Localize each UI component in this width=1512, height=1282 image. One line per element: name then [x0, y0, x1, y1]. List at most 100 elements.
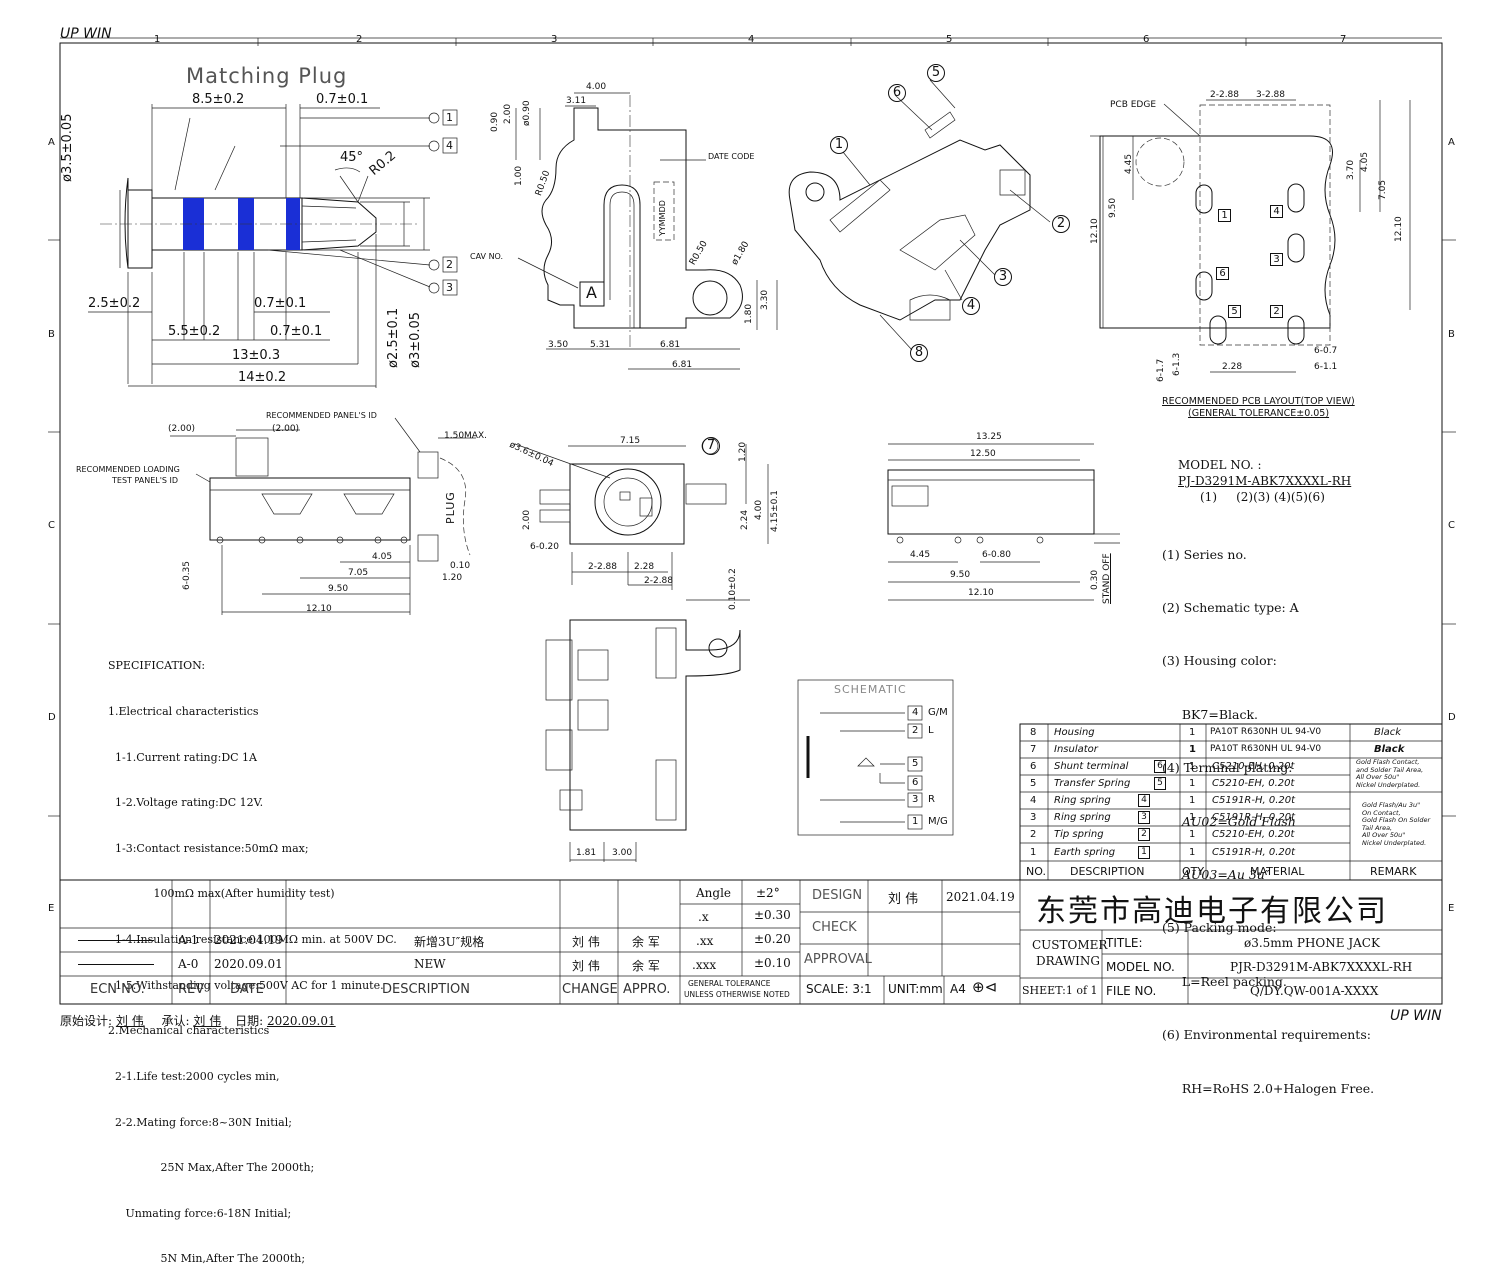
bom-material: PA10T R630NH UL 94-V0 [1210, 744, 1322, 754]
dim-label: 2.28 [1222, 362, 1243, 372]
dim-label: 0.30 [1090, 569, 1100, 590]
dim-label: 0.10±0.2 [728, 568, 738, 610]
spec-line: 100mΩ max(After humidity test) [108, 887, 335, 901]
model-line: (6) Environmental requirements: [1162, 1027, 1371, 1043]
acknowledge-label: 承认: [161, 1014, 190, 1028]
dim-label: 5.31 [590, 340, 611, 350]
row-b-right: B [1448, 329, 1455, 340]
spec-line: 1.Electrical characteristics [108, 705, 259, 719]
design-name: 刘 伟 [888, 892, 919, 907]
dim-label: 1.20 [442, 573, 463, 583]
remark-line: and Solder Tail Area, [1356, 765, 1424, 774]
callout-number: 2 [446, 258, 453, 271]
dim-label: ø0.90 [522, 100, 532, 126]
dim-label: 1.81 [576, 848, 597, 858]
dim-label: 1.50MAX. [444, 431, 487, 441]
tol-x-value: ±0.30 [754, 908, 791, 922]
rev-change: 刘 伟 [572, 935, 600, 949]
bom-box: 6 [1154, 760, 1166, 773]
rev-code: A-0 [178, 957, 199, 971]
ecn-blank [78, 940, 154, 941]
schematic-box [797, 679, 954, 836]
dim-label: 7.05 [1378, 179, 1388, 200]
pad-label: 2 [1270, 305, 1283, 318]
tol-xxx-value: ±0.10 [754, 956, 791, 970]
hdr-description: DESCRIPTION [382, 982, 470, 997]
rev-date: 2020.09.01 [214, 957, 283, 971]
plug-label: PLUG [444, 491, 457, 524]
pin-label: G/M [928, 707, 948, 718]
dim-label: 4.15±0.1 [770, 490, 780, 532]
dim-label: 6-0.35 [182, 560, 192, 590]
corner-label-top: UP WIN [60, 26, 112, 42]
model-line: L=Reel packing. [1162, 973, 1287, 989]
dim-label: 3-2.88 [1256, 90, 1286, 100]
dim-label: 9.50 [1108, 197, 1118, 218]
callout-number: 4 [962, 297, 980, 315]
dim-label: 6-0.7 [1314, 346, 1338, 356]
dim-label: (2.00) [272, 424, 300, 434]
bom-box: 4 [1138, 794, 1150, 807]
bom-no: 7 [1030, 744, 1037, 755]
bom-remark: Black [1374, 744, 1405, 755]
bom-material: C5210-EH, 0.20t [1212, 829, 1295, 840]
hdr-date: DATE [230, 982, 264, 997]
dim-label: 0.7±0.1 [316, 92, 369, 107]
bom-no: 6 [1030, 761, 1037, 772]
angle-label: Angle [696, 886, 732, 900]
remark-line: Tail Area, [1362, 823, 1393, 832]
dim-label: 2.00 [503, 103, 513, 124]
original-design-name: 刘 伟 [115, 1014, 144, 1028]
dim-label: ø2.5±0.1 [386, 307, 401, 368]
corner-label-bottom: UP WIN [1390, 1008, 1442, 1024]
model-line: (4) Terminal plating: [1162, 760, 1293, 776]
bom-header-remark: REMARK [1370, 865, 1417, 878]
spec-line: 1-3:Contact resistance:50mΩ max; [108, 841, 309, 855]
pin-number: 3 [912, 794, 919, 805]
dim-label: 3.11 [566, 96, 587, 106]
bom-header-desc: DESCRIPTION [1070, 865, 1145, 878]
yymmdd-label: YYMMDD [658, 200, 667, 236]
bom-qty: 1 [1189, 847, 1196, 858]
file-value: Q/DY.QW-001A-XXXX [1250, 984, 1379, 998]
pin-number: 5 [912, 758, 919, 769]
stand-off-label: STAND OFF [1102, 553, 1112, 604]
scale-label: SCALE: 3:1 [806, 982, 872, 996]
dim-label: ø3.5±0.05 [60, 113, 75, 182]
col-1: 1 [154, 34, 161, 45]
plug-drawing [88, 104, 458, 388]
design-label: DESIGN [812, 888, 863, 903]
cav-letter: A [586, 283, 597, 302]
callout-number: 8 [910, 344, 928, 362]
bom-material: C5210-EH, 0.20t [1212, 778, 1295, 789]
dim-label: 7.05 [348, 568, 369, 578]
pin-label: M/G [928, 816, 948, 827]
bom-box: 2 [1138, 828, 1150, 841]
spec-line: 5N Min,After The 2000th; [108, 1252, 306, 1266]
dim-label: 2.5±0.2 [88, 296, 141, 311]
bom-desc: Shunt terminal [1054, 761, 1129, 772]
callout-number: 3 [994, 268, 1012, 286]
pad-label: 4 [1270, 205, 1283, 218]
model-heading: MODEL NO. : [1178, 458, 1262, 472]
dim-label: 2-2.88 [644, 576, 674, 586]
dim-label: (2.00) [168, 424, 196, 434]
pin-number: 6 [912, 777, 919, 788]
hdr-change: CHANGE [562, 982, 618, 997]
loading-label-2: TEST PANEL'S ID [112, 476, 179, 485]
bom-box: 3 [1138, 811, 1150, 824]
pad-label: 6 [1216, 267, 1229, 280]
dim-label: 6-1.1 [1314, 362, 1338, 372]
bom-table-grid [1019, 723, 1443, 881]
spec-line: 1-5.Withstanding voltage:500V AC for 1 m… [108, 978, 384, 992]
bom-qty: 1 [1189, 761, 1196, 772]
bottom-view-drawing [545, 599, 750, 862]
unit-label: UNIT:mm [888, 982, 943, 996]
bom-remark-b: Gold Flash/Au 3u" On Contact, Gold Flash… [1362, 801, 1430, 848]
dim-label: 1.80 [744, 303, 754, 324]
pcb-edge-label: PCB EDGE [1110, 100, 1157, 110]
dim-label: 12.10 [1394, 216, 1404, 242]
model-line: (2) Schematic type: A [1162, 599, 1299, 615]
dim-label: 12.10 [306, 604, 332, 614]
dim-label: 13.25 [976, 432, 1002, 442]
